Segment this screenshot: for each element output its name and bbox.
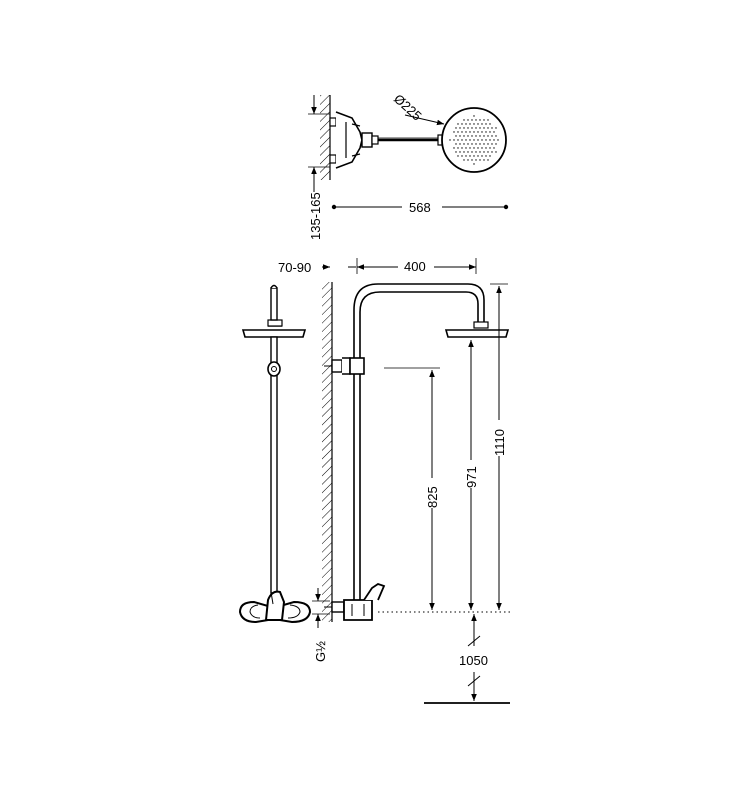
dim-mixer-to-head: 971 [464, 466, 479, 488]
front-mixer [324, 583, 386, 621]
shower-head-nozzles [449, 115, 499, 165]
dim-horizontal-reach: 400 [404, 259, 426, 274]
dim-wall-bracket-height: 135-165 [308, 192, 323, 240]
side-mixer [238, 590, 312, 624]
side-view: 70-90 [238, 260, 356, 624]
front-wall-hatch [322, 282, 332, 622]
front-view: G½ 400 825 971 1110 1050 [312, 258, 510, 704]
dim-wall-offset: 70-90 [278, 260, 311, 275]
top-view: Ø225 135-165 568 [308, 91, 509, 240]
front-riser-pipe [353, 283, 485, 602]
dim-floor-to-mixer: 1050 [459, 653, 488, 668]
top-wall-bracket [329, 111, 379, 169]
dim-mixer-to-bracket: 825 [425, 486, 440, 508]
top-wall-hatch [320, 95, 330, 180]
dim-inlet-thread: G½ [313, 641, 328, 662]
dim-arm-length: 568 [409, 200, 431, 215]
front-wall-bracket [324, 357, 365, 375]
dim-mixer-to-top: 1110 [492, 429, 507, 456]
side-pipe-upper [270, 287, 278, 321]
